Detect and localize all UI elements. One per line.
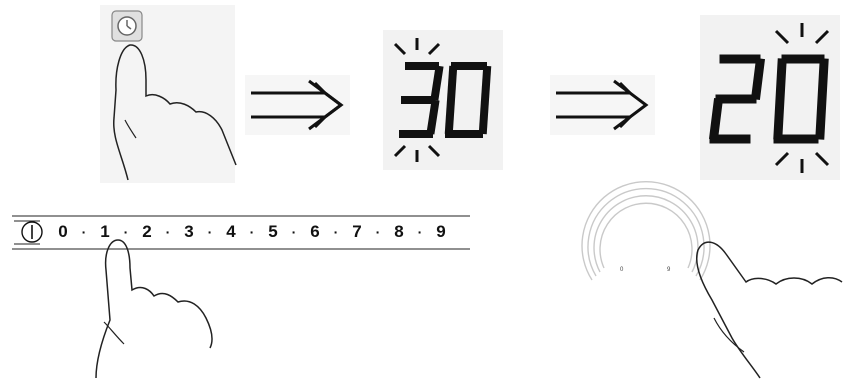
- dial-hand-drawing: [0, 0, 843, 379]
